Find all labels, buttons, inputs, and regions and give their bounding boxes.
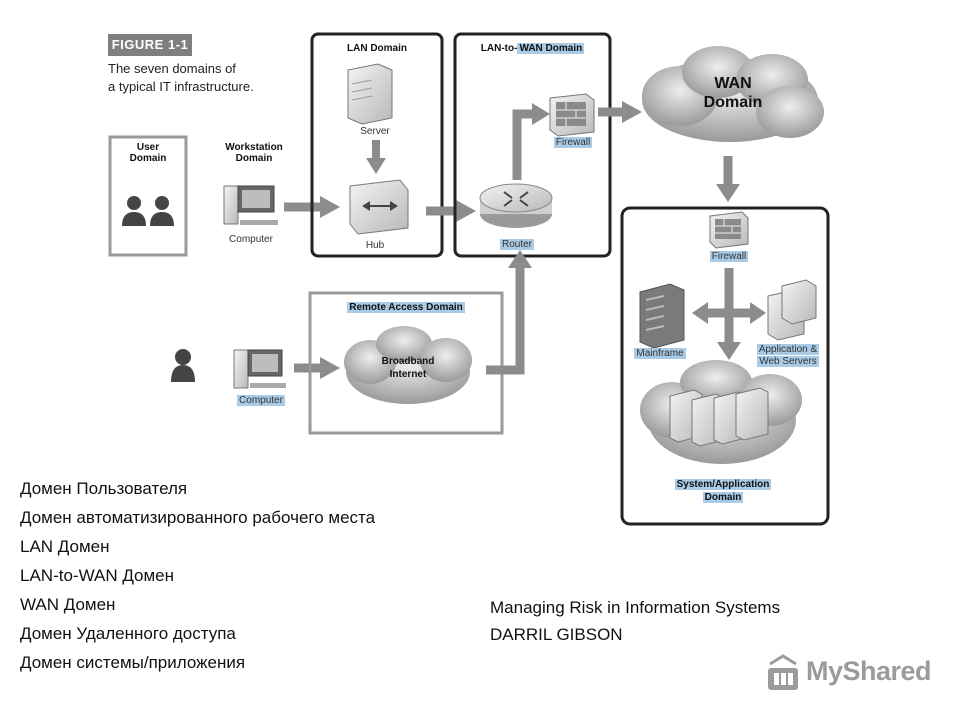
figure-caption: The seven domains of a typical IT infras… xyxy=(108,60,308,96)
firewall-label: Firewall xyxy=(553,137,593,148)
list-item: LAN-to-WAN Домен xyxy=(20,566,175,585)
wan-cloud-icon xyxy=(642,46,824,142)
server-rack-icon xyxy=(669,387,769,447)
arrow-broadband-to-router xyxy=(486,266,525,375)
broadband-internet-label: Broadband Internet xyxy=(358,355,458,381)
wan-domain-label: WAN Domain xyxy=(678,74,788,112)
myshared-logo-icon xyxy=(768,654,798,690)
book-author: DARRIL GIBSON xyxy=(490,625,623,644)
remote-user-icon xyxy=(171,349,195,382)
hub-label: Hub xyxy=(365,240,385,251)
workstation-domain-title-1: Workstation xyxy=(225,142,283,153)
remote-computer-icon xyxy=(233,349,286,389)
users-icon xyxy=(122,196,174,226)
remote-access-domain-box xyxy=(308,291,504,435)
server-icon xyxy=(347,63,393,125)
remote-access-domain-title: Remote Access Domain xyxy=(347,302,465,313)
servers-label-1: Application & xyxy=(756,344,820,355)
application-web-servers-icon xyxy=(767,279,817,341)
mainframe-label: Mainframe xyxy=(634,348,686,359)
broadband-cloud-icon xyxy=(344,326,472,404)
list-item: Домен автоматизированного рабочего места xyxy=(20,508,376,527)
list-item: Домен Удаленного доступа xyxy=(20,624,236,643)
lan-to-wan-title-part2: WAN Domain xyxy=(517,43,585,54)
user-domain-box xyxy=(108,135,188,257)
system-title-2: Domain xyxy=(702,492,744,503)
mainframe-icon xyxy=(639,283,685,349)
lan-domain-box xyxy=(310,32,444,258)
book-title: Managing Risk in Information Systems xyxy=(490,598,781,617)
broadband-line-1: Broadband xyxy=(381,356,435,367)
system-firewall-label: Firewall xyxy=(709,251,749,262)
user-domain-title-2: Domain xyxy=(129,153,167,164)
broadband-line-2: Internet xyxy=(389,369,427,380)
system-firewall-icon xyxy=(709,211,749,249)
system-application-domain-box xyxy=(620,206,830,526)
lan-to-wan-domain-box xyxy=(453,32,612,258)
myshared-watermark[interactable]: MyShared xyxy=(806,656,932,686)
router-icon xyxy=(479,183,553,228)
list-item: LAN Домен xyxy=(20,537,110,556)
application-web-servers-label: Application & Web Servers xyxy=(752,344,824,368)
remote-computer-label: Computer xyxy=(237,395,285,406)
system-application-domain-title: System/Application Domain xyxy=(660,478,786,504)
workstation-domain-title-2: Domain xyxy=(235,153,273,164)
arrow-router-to-firewall xyxy=(512,109,534,180)
user-domain-title-1: User xyxy=(136,142,160,153)
figure-caption-line-2: a typical IT infrastructure. xyxy=(108,79,254,94)
hub-icon xyxy=(349,179,409,235)
lan-to-wan-title-part1: LAN-to- xyxy=(480,43,518,54)
workstation-computer-label: Computer xyxy=(229,234,273,245)
user-domain-label: User Domain xyxy=(110,142,186,164)
figure-caption-line-1: The seven domains of xyxy=(108,61,236,76)
list-item: Домен системы/приложения xyxy=(20,653,246,672)
workstation-computer-icon xyxy=(223,185,278,225)
server-label: Server xyxy=(360,126,390,137)
servers-label-2: Web Servers xyxy=(757,356,819,367)
book-credit: Managing Risk in Information Systems DAR… xyxy=(490,594,780,648)
wan-domain-line-2: Domain xyxy=(703,94,763,111)
domains-list-russian: Домен Пользователя Домен автоматизирован… xyxy=(20,474,375,677)
list-item: WAN Домен xyxy=(20,595,116,614)
workstation-domain-label: Workstation Domain xyxy=(214,142,294,164)
figure-badge: FIGURE 1-1 xyxy=(108,34,192,56)
wan-domain-line-1: WAN xyxy=(714,75,752,92)
router-label: Router xyxy=(499,239,534,250)
firewall-icon xyxy=(549,93,595,137)
list-item: Домен Пользователя xyxy=(20,479,188,498)
lan-to-wan-domain-title: LAN-to-WAN Domain xyxy=(455,43,610,54)
lan-domain-title: LAN Domain xyxy=(347,43,407,54)
system-title-1: System/Application xyxy=(674,479,772,490)
